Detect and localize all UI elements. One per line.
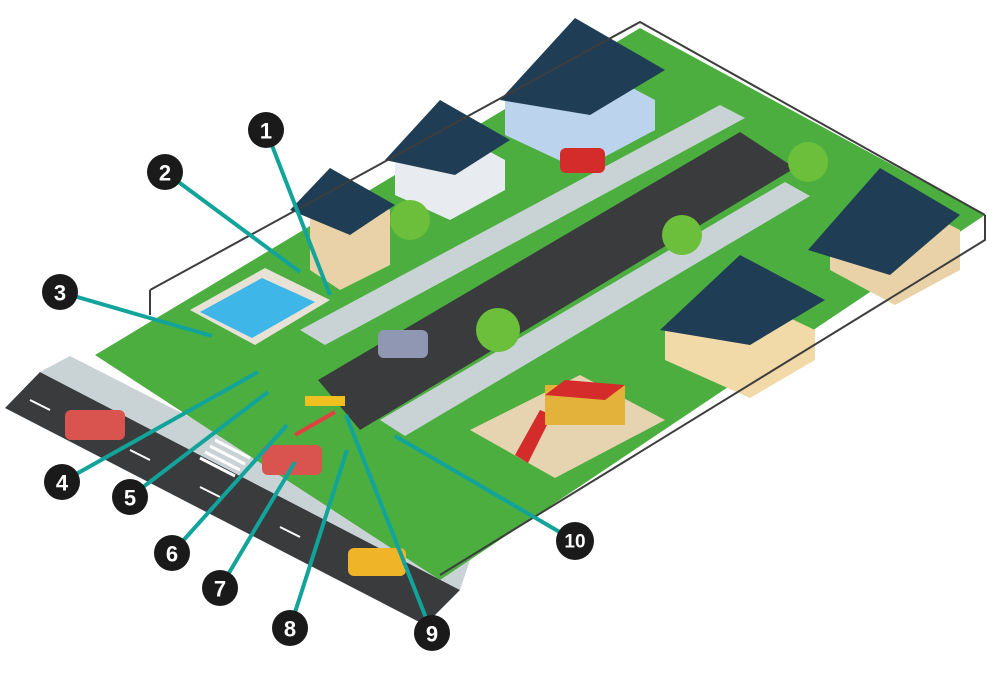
callout-number: 10 — [564, 532, 585, 553]
car-red-gate — [262, 445, 322, 475]
callout-number: 9 — [426, 622, 438, 647]
play-roof — [545, 380, 625, 400]
gate-barrier-arm — [294, 410, 336, 437]
callout-lines — [59, 129, 577, 634]
crosswalk — [199, 438, 251, 478]
callout-number: 8 — [284, 617, 296, 642]
house — [660, 255, 825, 398]
callout-number: 7 — [214, 577, 226, 602]
house — [290, 168, 395, 290]
callout-1: 1 — [248, 112, 284, 148]
swimming-pool — [200, 278, 315, 338]
car-red — [560, 148, 605, 173]
callout-10: 10 — [556, 522, 594, 560]
car-silver — [378, 330, 428, 358]
callout-5: 5 — [112, 479, 148, 515]
callout-2: 2 — [147, 154, 183, 190]
sidewalk-right — [380, 182, 810, 436]
car-yellow — [348, 548, 406, 576]
yellow-sign — [305, 396, 345, 406]
callout-7: 7 — [202, 570, 238, 606]
house — [385, 100, 510, 220]
outer-sidewalk — [40, 356, 470, 590]
callout-number: 5 — [124, 486, 136, 511]
callout-number: 6 — [166, 542, 178, 567]
sidewalk-left — [300, 105, 745, 345]
callout-number: 4 — [56, 471, 69, 496]
main-road — [318, 132, 795, 430]
callout-number: 2 — [159, 161, 171, 186]
trees — [390, 142, 828, 352]
callout-number: 3 — [54, 281, 66, 306]
callout-3: 3 — [42, 274, 78, 310]
callout-9: 9 — [414, 615, 450, 651]
perimeter-fence — [149, 20, 986, 576]
car-red-street — [65, 410, 125, 440]
callout-number: 1 — [260, 119, 272, 144]
callout-6: 6 — [154, 535, 190, 571]
slide — [515, 410, 552, 463]
callout-4: 4 — [44, 464, 80, 500]
house — [500, 18, 665, 170]
callout-8: 8 — [272, 610, 308, 646]
house — [808, 168, 960, 305]
